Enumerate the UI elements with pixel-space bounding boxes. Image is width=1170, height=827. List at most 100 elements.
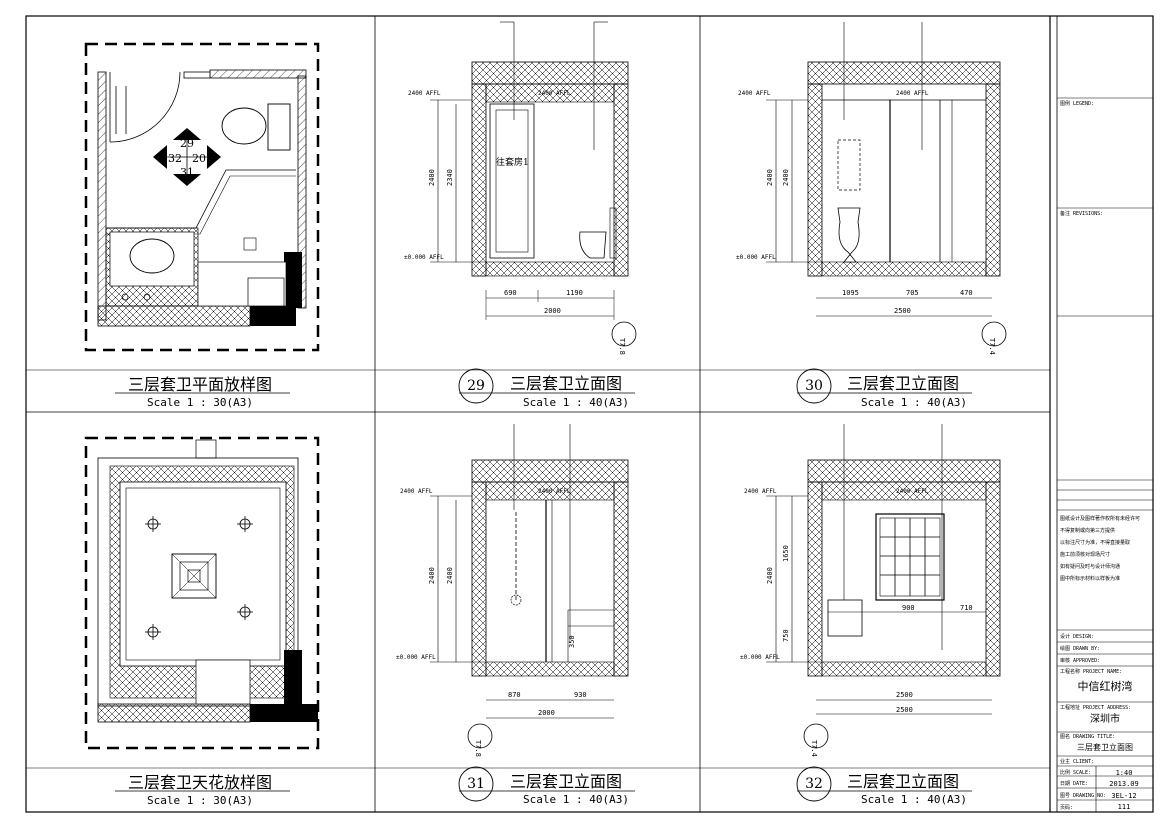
title-2-num: 29 xyxy=(467,378,485,394)
tb-date-label: 日期 DATE: xyxy=(1060,781,1088,787)
title-block xyxy=(1057,97,1153,812)
title-3-text: 三层套卫立面图 xyxy=(847,374,959,393)
elevation-32 xyxy=(766,424,1001,749)
plan-mark-left: 32 xyxy=(168,152,182,165)
elev30-dim-h1: 2400 xyxy=(766,169,774,186)
title-6-scale: Scale 1 : 40(A3) xyxy=(861,793,967,806)
title-4-scale: Scale 1 : 30(A3) xyxy=(147,794,253,807)
elev30-level-top2: 2400 AFFL xyxy=(896,90,929,97)
title-5-text: 三层套卫立面图 xyxy=(510,772,622,791)
title-2: 29 三层套卫立面图 Scale 1 : 40(A3) xyxy=(458,368,635,409)
plan-mark-right: 20 xyxy=(192,152,206,165)
elev31-dim-total: 2000 xyxy=(538,709,555,717)
elev31-level-top2: 2400 AFFL xyxy=(538,488,571,495)
tb-drawing-title-label: 图名 DRAWING TITLE: xyxy=(1060,733,1115,740)
title-3-num: 30 xyxy=(805,378,823,394)
tb-scale: 1:40 xyxy=(1116,769,1133,777)
elev30-level-floor: ±0.000 AFFL xyxy=(736,254,776,261)
elev31-dim-h1: 2400 xyxy=(428,567,436,584)
elevation-30 xyxy=(766,22,1007,347)
elev30-dim-w1: 1095 xyxy=(842,289,859,297)
elev32-level-floor: ±0.000 AFFL xyxy=(740,654,780,661)
elev29-level-top2: 2400 AFFL xyxy=(538,90,571,97)
title-5-scale: Scale 1 : 40(A3) xyxy=(523,793,629,806)
elev31-level-floor: ±0.000 AFFL xyxy=(396,654,436,661)
title-2-scale: Scale 1 : 40(A3) xyxy=(523,396,629,409)
tb-note-3: 施工前须核对现场尺寸 xyxy=(1060,551,1110,558)
elev29-level-floor: ±0.000 AFFL xyxy=(404,254,444,261)
elev29-dim-total: 2000 xyxy=(544,307,561,315)
elev30-dim-w3: 470 xyxy=(960,289,973,297)
elev29-ref: T7.8 xyxy=(618,338,626,355)
title-6: 32 三层套卫立面图 Scale 1 : 40(A3) xyxy=(796,766,972,806)
plan-mark-bottom: 31 xyxy=(180,166,194,179)
elev30-dim-h2: 2400 xyxy=(782,169,790,186)
elev29-dim-h-total: 2400 xyxy=(428,169,436,186)
tb-legend: 图例 LEGEND: xyxy=(1060,100,1094,107)
tb-client-label: 业主 CLIENT: xyxy=(1060,758,1094,765)
elev32-dim-total2: 2500 xyxy=(896,706,913,714)
title-4: 三层套卫天花放样图 Scale 1 : 30(A3) xyxy=(115,773,290,807)
elev31-dim-h2: 2400 xyxy=(446,567,454,584)
elev29-dim-h-inner: 2340 xyxy=(446,169,454,186)
elev32-dim-h2: 750 xyxy=(782,629,790,642)
tb-project-name: 中信红树湾 xyxy=(1078,679,1133,693)
tb-project-name-label: 工程名称 PROJECT NAME: xyxy=(1060,668,1122,675)
tb-revisions: 备注 REVISIONS: xyxy=(1060,210,1103,217)
tb-page: 111 xyxy=(1118,803,1131,811)
elev32-dim-w1: 900 xyxy=(902,604,915,612)
tb-drawing-no: 3EL-12 xyxy=(1111,792,1136,800)
elev31-dim-w2: 930 xyxy=(574,691,587,699)
elev31-dim-w1: 870 xyxy=(508,691,521,699)
tb-note-0: 图纸设计及图样著作权所有未经许可 xyxy=(1060,515,1140,522)
elev32-ref: T7.4 xyxy=(810,740,818,757)
tb-drawn-by: 绘图 DRAWN BY: xyxy=(1060,645,1100,652)
elev32-level-top2: 2400 AFFL xyxy=(896,488,929,495)
tb-page-label: 页码: xyxy=(1060,804,1073,811)
title-1-text: 三层套卫平面放样图 xyxy=(128,375,272,394)
title-1: 三层套卫平面放样图 Scale 1 : 30(A3) xyxy=(115,375,290,409)
title-5-num: 31 xyxy=(467,776,485,792)
tb-project-address: 深圳市 xyxy=(1090,712,1120,725)
elev29-dim-w1: 690 xyxy=(504,289,517,297)
floor-plan xyxy=(84,42,320,352)
ceiling-plan xyxy=(84,436,320,750)
elevation-29 xyxy=(430,21,637,347)
title-6-num: 32 xyxy=(805,776,823,792)
elev30-level-top: 2400 AFFL xyxy=(738,90,771,97)
elev32-dim-h1: 1650 xyxy=(782,545,790,562)
title-4-text: 三层套卫天花放样图 xyxy=(128,773,272,792)
tb-note-5: 图中所标示材料以样板为准 xyxy=(1060,575,1120,582)
elev32-dim-h-total: 2400 xyxy=(766,567,774,584)
title-3: 30 三层套卫立面图 Scale 1 : 40(A3) xyxy=(796,368,972,409)
elev32-level-top: 2400 AFFL xyxy=(744,488,777,495)
tb-scale-label: 比例 SCALE: xyxy=(1060,769,1091,776)
elev31-ref: T7.8 xyxy=(474,740,482,757)
elev30-dim-total: 2500 xyxy=(894,307,911,315)
tb-drawing-no-label: 图号 DRAWING NO: xyxy=(1060,793,1106,799)
elev32-dim-total1: 2500 xyxy=(896,691,913,699)
tb-approved: 审核 APPROVED: xyxy=(1060,657,1100,664)
title-5: 31 三层套卫立面图 Scale 1 : 40(A3) xyxy=(458,766,635,806)
elev31-dim-h3: 350 xyxy=(568,635,576,648)
elev30-dim-w2: 705 xyxy=(906,289,919,297)
tb-date: 2013.09 xyxy=(1109,780,1139,788)
tb-note-1: 不得复制或向第三方提供 xyxy=(1060,527,1115,534)
title-1-scale: Scale 1 : 30(A3) xyxy=(147,396,253,409)
elevation-31 xyxy=(430,424,629,749)
elev30-ref: T7.4 xyxy=(988,338,996,355)
plan-mark-top: 29 xyxy=(180,137,194,150)
tb-drawing-title: 三层套卫立面图 xyxy=(1077,742,1133,752)
title-6-text: 三层套卫立面图 xyxy=(847,772,959,791)
elev31-level-top: 2400 AFFL xyxy=(400,488,433,495)
title-2-text: 三层套卫立面图 xyxy=(510,374,622,393)
tb-project-address-label: 工程地址 PROJECT ADDRESS: xyxy=(1060,704,1131,711)
tb-designer: 设计 DESIGN: xyxy=(1060,633,1094,640)
title-3-scale: Scale 1 : 40(A3) xyxy=(861,396,967,409)
sheet-border xyxy=(25,15,1154,813)
elev29-dim-w2: 1190 xyxy=(566,289,583,297)
elev29-note: 往套房1 xyxy=(496,156,529,168)
elev32-dim-w2: 710 xyxy=(960,604,973,612)
tb-note-2: 以标注尺寸为准，不得直接量取 xyxy=(1060,539,1130,546)
